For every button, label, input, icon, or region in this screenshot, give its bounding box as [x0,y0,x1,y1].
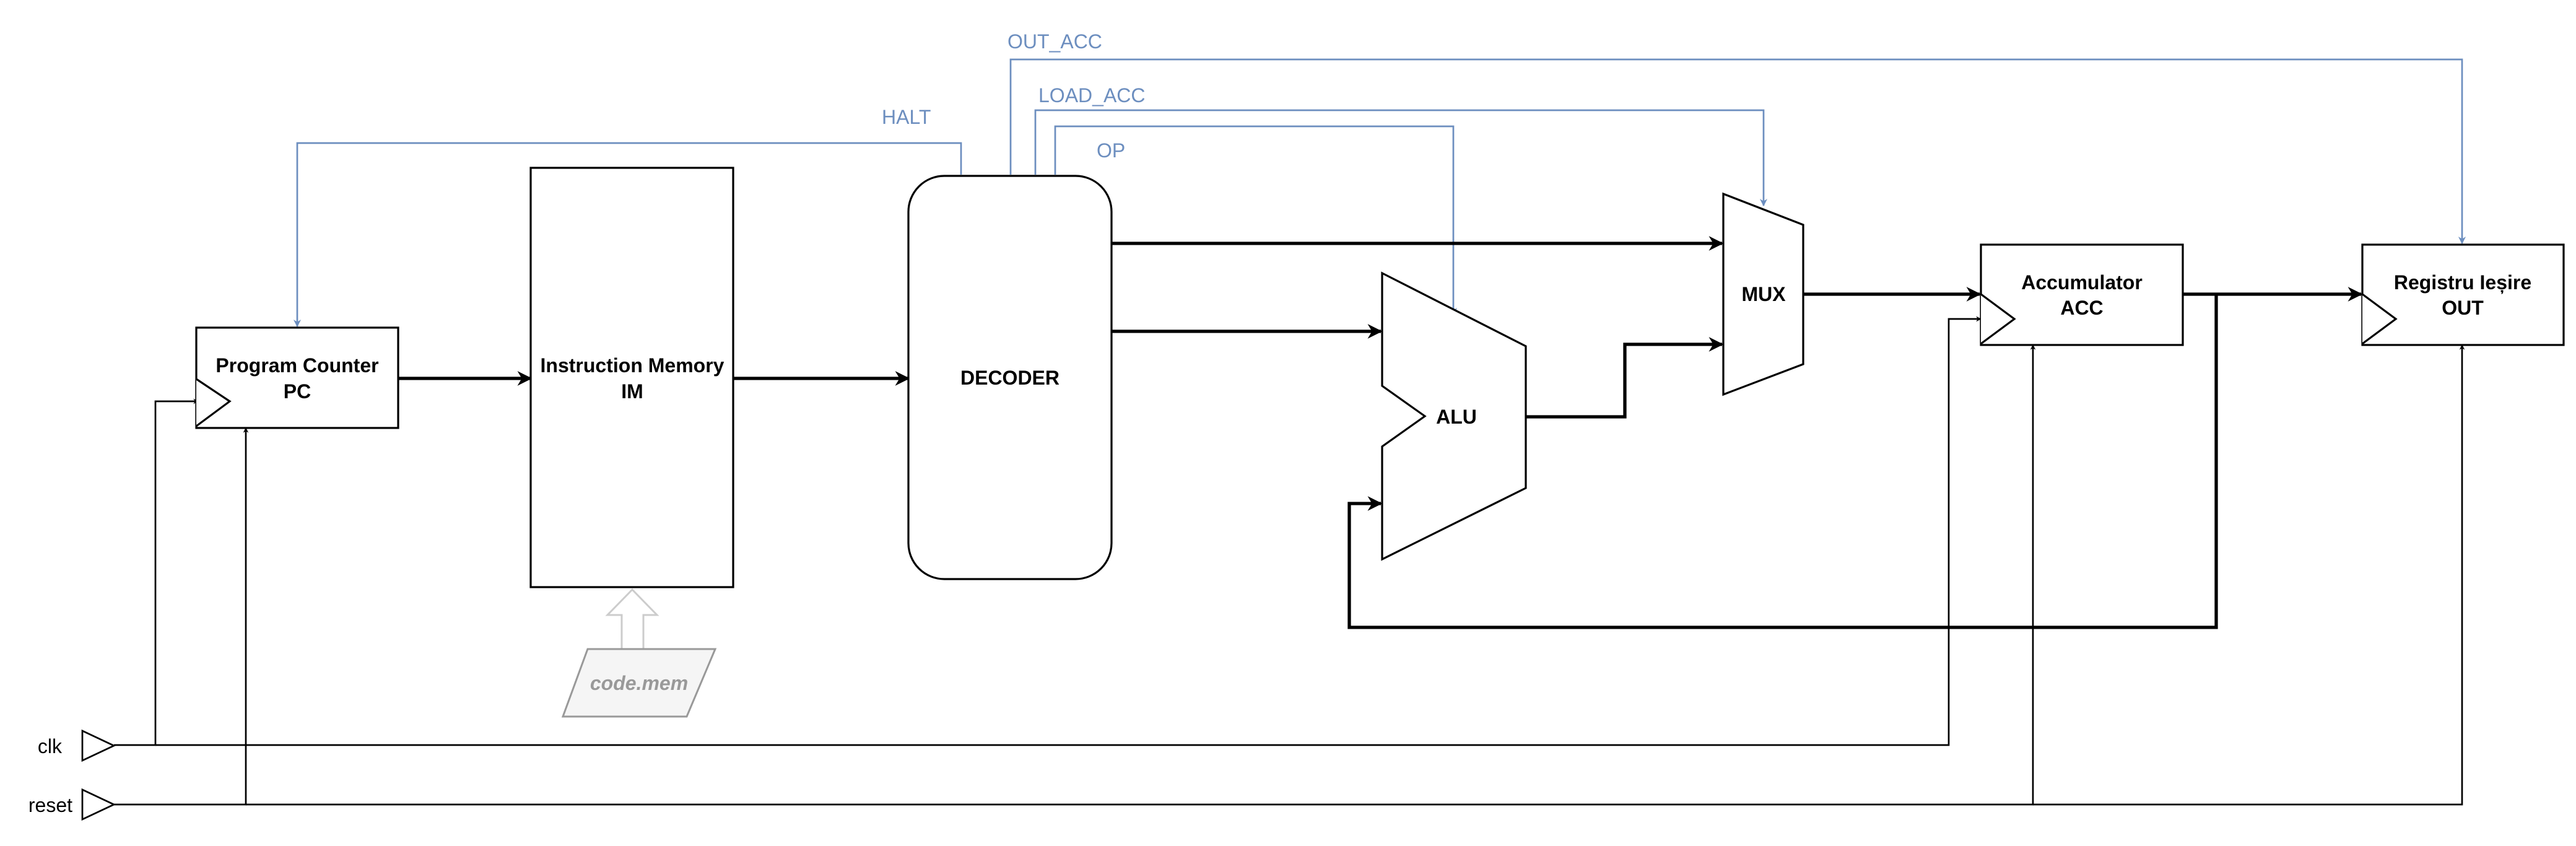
op-wire [1054,125,1458,316]
accumulator-block: Accumulator ACC [1980,243,2184,346]
pc-label-line2: PC [284,380,311,403]
reset-label: reset [28,794,72,816]
code-mem-shape [561,648,717,718]
decoder-block: DECODER [907,175,1113,580]
clk-label: clk [38,735,63,757]
halt-label: HALT [882,106,931,128]
clk-wire-pc [114,398,199,746]
reset-port-triangle-icon [81,788,116,821]
im-label-line2: IM [621,380,643,403]
decoder-label: DECODER [960,367,1060,389]
memory-file-input: code.mem [561,588,717,718]
halt-wire [293,142,962,328]
acc-label-line2: ACC [2060,297,2103,319]
hollow-up-arrow-icon [605,588,659,650]
acc-label-line1: Accumulator [2021,271,2143,294]
mux-label: MUX [1741,283,1786,305]
clk-wire-acc [155,316,1982,746]
reset-wire-pc [114,427,249,806]
pc-label-line1: Program Counter [215,354,378,377]
alu-block: ALU [1381,271,1527,561]
reset-port: reset [28,788,116,821]
instruction-memory-block: Instruction Memory IM [529,167,734,588]
clk-port: clk [38,729,116,762]
alu-to-mux-bus [1526,337,1724,419]
reset-wire-acc [246,344,2036,806]
output-register-block: Registru Ieșire OUT [2361,243,2565,346]
out-acc-wire [1009,58,2466,245]
reset-wire-out [2033,344,2465,806]
out-label-line2: OUT [2442,297,2484,319]
op-label: OP [1097,139,1125,162]
mux-block: MUX [1722,192,1804,396]
alu-label: ALU [1436,406,1477,428]
clk-reset-wires [114,316,2465,806]
data-buses [398,236,2363,629]
out-acc-label: OUT_ACC [1007,30,1102,53]
control-signals: HALT OUT_ACC LOAD_ACC OP [293,30,2466,328]
program-counter-block: Program Counter PC [195,326,399,429]
code-mem-label: code.mem [590,672,688,694]
im-label-line1: Instruction Memory [541,354,724,377]
acc-feedback-bus [1347,294,2218,629]
load-acc-wire [1034,109,1768,207]
out-label-line1: Registru Ieșire [2394,271,2531,294]
clk-port-triangle-icon [81,729,116,762]
load-acc-label: LOAD_ACC [1038,84,1146,107]
